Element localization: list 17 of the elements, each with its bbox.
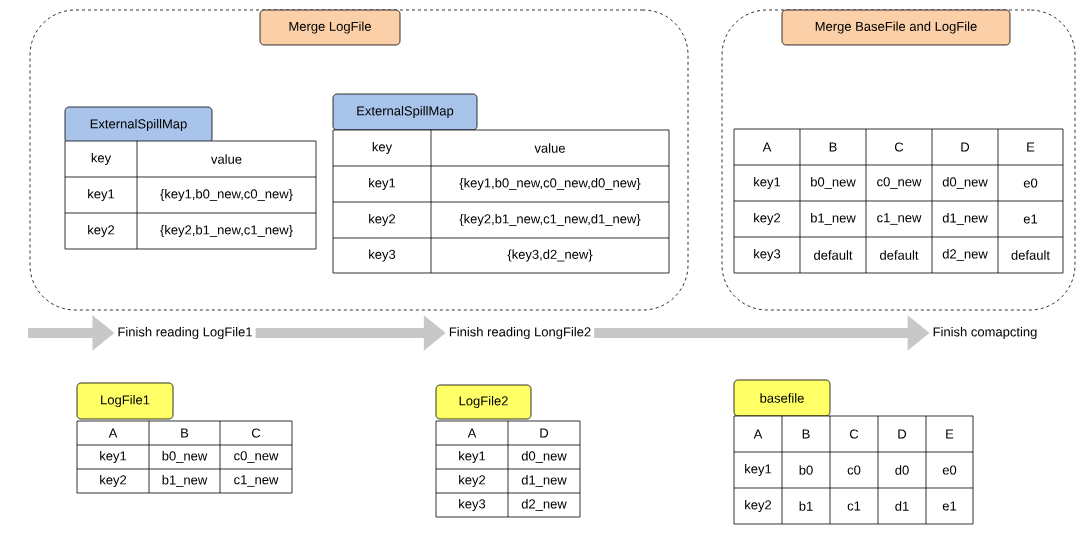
dashed-group-frame xyxy=(29,9,689,311)
table: A B C key1 b0_new c0_new key2 b1_new c1_new xyxy=(76,420,293,494)
table: A D key1 d0_new key2 d1_new key3 d2_new xyxy=(435,420,581,518)
step-text: Finish reading LogFile1 xyxy=(118,326,252,340)
label-tab: LogFile1 xyxy=(76,382,174,420)
label-tab: Merge LogFile xyxy=(259,9,401,46)
table: key value key1 {key1,b0_new,c0_new} key2 {key2,b1_new,c1_new} xyxy=(64,140,317,250)
table: key value key1 {key1,b0_new,c0_new,d0_new} key2 {key2,b1_new,c1_new,d1_new} key3 {key3,d2_new} xyxy=(332,129,670,274)
table: A B C D E key1 b0 c0 d0 e0 key2 b1 c1 d1 e1 xyxy=(733,415,974,525)
table: A B C D E key1 b0_new c0_new d0_new e0 key2 b1_new c1_new d1_new e1 key3 default default d2_new default xyxy=(733,128,1064,274)
label-tab: ExternalSpillMap xyxy=(64,106,213,144)
label-tab: LogFile2 xyxy=(435,384,532,420)
label-tab: basefile xyxy=(733,379,831,417)
label-tab: Merge BaseFile and LogFile xyxy=(781,9,1011,46)
step-text: Finish comapcting xyxy=(933,326,1037,340)
label-tab: ExternalSpillMap xyxy=(332,93,478,131)
step-text: Finish reading LongFile2 xyxy=(449,326,591,340)
